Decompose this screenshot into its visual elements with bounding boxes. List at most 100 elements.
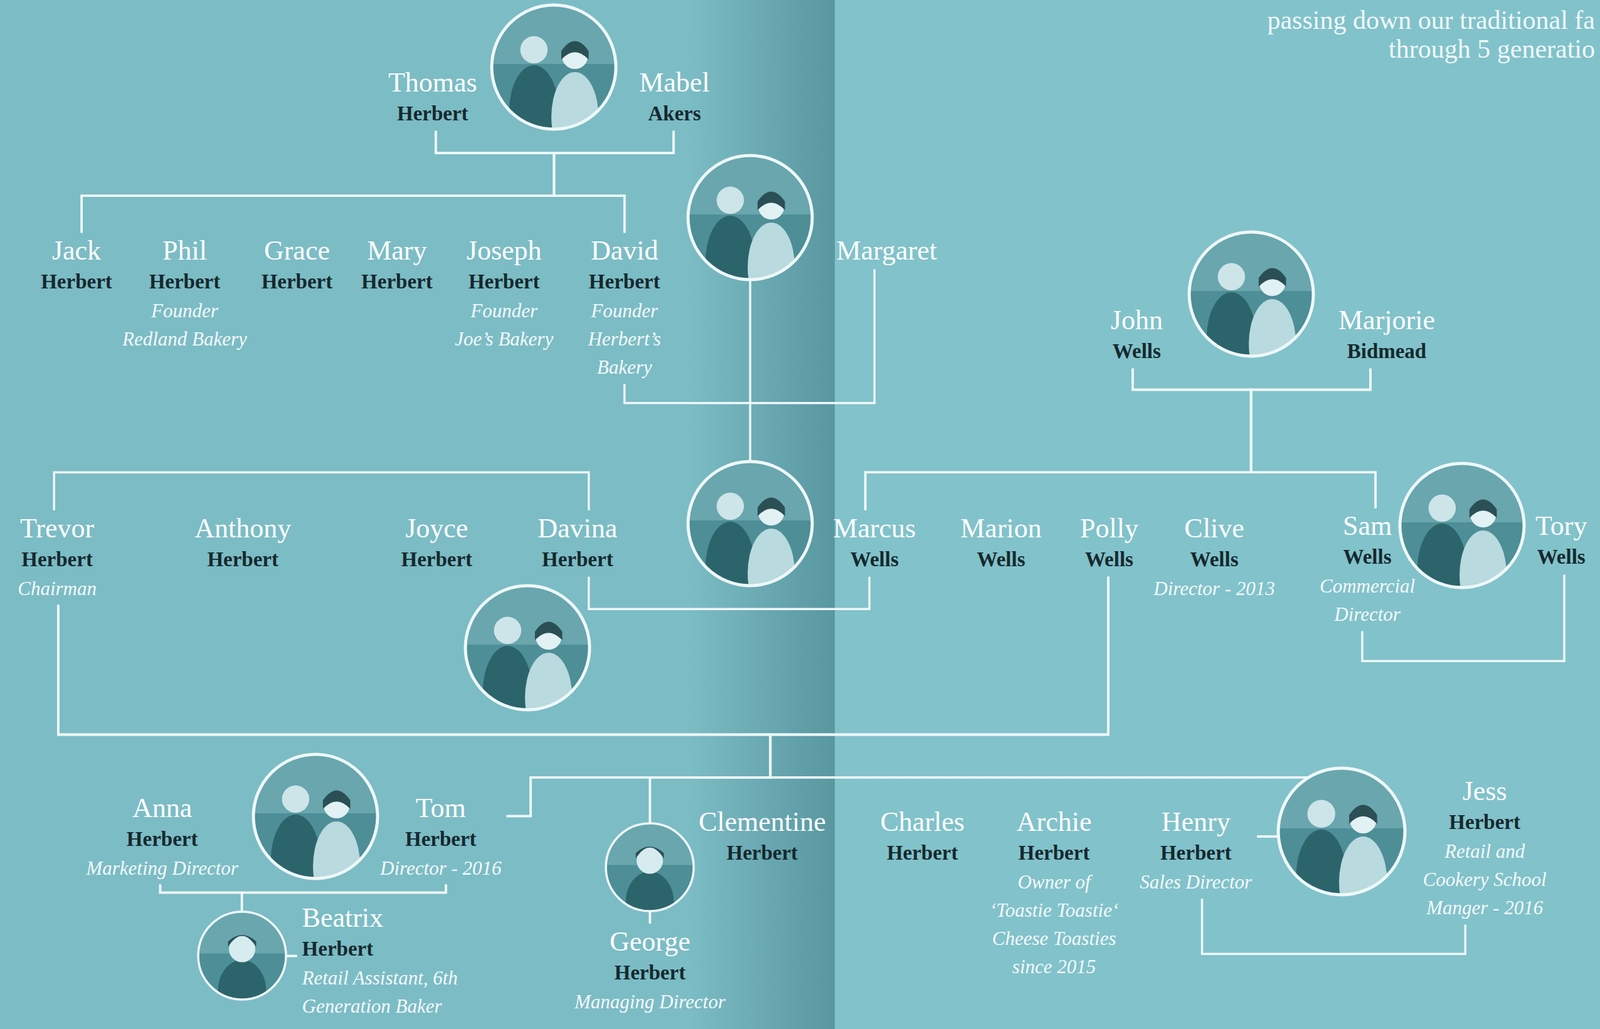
person-entry: ClementineHerbert: [693, 804, 832, 871]
surname: Herbert: [17, 544, 97, 575]
surname: Herbert: [574, 957, 726, 988]
first-name: Mabel: [639, 67, 710, 99]
person-entry: ToryWells: [1530, 508, 1592, 575]
surname: Herbert: [1139, 837, 1252, 869]
person-entry: DavinaHerbert: [532, 510, 623, 578]
first-name: Marcus: [832, 513, 916, 545]
role-note: Commercial Director: [1309, 572, 1426, 629]
family-line: [770, 577, 1332, 837]
family-line: [1132, 368, 1371, 391]
surname: Herbert: [107, 266, 261, 297]
person-entry: PollyWells: [1075, 510, 1144, 578]
surname: Herbert: [194, 544, 292, 575]
person-entry: CliveWellsDirector - 2013: [1148, 510, 1280, 606]
person-entry: ArchieHerbertOwner of ‘Toastie Toastie‘ …: [980, 804, 1128, 984]
role-note: Retail and Cookery School Manger - 2016: [1415, 837, 1554, 922]
role-note: Director - 2013: [1153, 574, 1275, 603]
couple-photo: [688, 155, 813, 312]
family-line: [159, 884, 446, 894]
surname: Wells: [832, 544, 916, 575]
person-entry: Margaret: [831, 232, 943, 270]
first-name: Marjorie: [1338, 304, 1436, 337]
first-name: Joyce: [401, 513, 473, 545]
first-name: Trevor: [17, 513, 97, 545]
couple-photo: [1399, 463, 1525, 620]
family-line: [435, 131, 625, 233]
family-line: [53, 472, 589, 510]
surname: Herbert: [401, 544, 473, 575]
first-name: Davina: [537, 513, 618, 545]
surname: Herbert: [388, 98, 478, 129]
family-line: [81, 131, 674, 233]
first-name: Jess: [1415, 775, 1554, 808]
surname: Herbert: [1415, 807, 1554, 838]
first-name: Marion: [960, 513, 1042, 545]
tagline: passing down our traditional fa: [1266, 5, 1595, 35]
first-name: George: [574, 926, 726, 958]
portrait-photo: [198, 911, 287, 1022]
person-entry: JohnWells: [1105, 302, 1168, 369]
couple-photo: [253, 754, 378, 911]
person-entry: MabelAkers: [634, 64, 715, 132]
family-line: [58, 605, 1332, 837]
first-name: Charles: [880, 806, 965, 838]
edge-group: [53, 131, 1565, 957]
first-name: Thomas: [388, 67, 478, 99]
role-note: Marketing Director: [85, 854, 239, 883]
family-line: [435, 131, 674, 154]
couple-photo: [688, 461, 813, 618]
person-entry: BeatrixHerbertRetail Assistant, 6th Gene…: [297, 900, 496, 1023]
role-note: Chairman: [17, 574, 97, 603]
first-name: Mary: [361, 235, 433, 267]
role-note: Founder Joe’s Bakery: [434, 296, 575, 354]
first-name: Margaret: [836, 235, 938, 267]
surname: Herbert: [880, 837, 965, 869]
person-entry: AnthonyHerbert: [189, 510, 297, 578]
surname: Herbert: [361, 266, 433, 297]
surname: Herbert: [40, 266, 113, 297]
first-name: Polly: [1080, 513, 1139, 545]
family-line: [553, 131, 673, 233]
first-name: Sam: [1309, 510, 1426, 542]
first-name: David: [582, 235, 667, 267]
role-note: Founder Redland Bakery: [107, 296, 261, 354]
surname: Herbert: [85, 824, 239, 855]
surname: Wells: [1309, 541, 1426, 573]
family-line: [1251, 368, 1376, 509]
first-name: Henry: [1139, 806, 1252, 838]
first-name: Anthony: [194, 513, 292, 545]
person-entry: ThomasHerbert: [383, 64, 483, 132]
tagline: through 5 generatio: [1388, 34, 1595, 64]
person-entry: MarjorieBidmead: [1333, 302, 1441, 369]
surname: Wells: [960, 544, 1042, 575]
surname: Herbert: [698, 837, 827, 869]
surname: Herbert: [302, 933, 491, 965]
couple-photo: [491, 5, 616, 162]
person-entry: GraceHerbert: [256, 232, 339, 300]
first-name: Joseph: [434, 235, 575, 267]
role-note: Founder Herbert’s Bakery: [582, 296, 667, 382]
surname: Herbert: [380, 824, 502, 855]
person-entry: HenryHerbertSales Director: [1134, 804, 1257, 899]
family-line: [624, 269, 875, 403]
first-name: Phil: [107, 235, 261, 267]
first-name: Archie: [985, 806, 1123, 838]
family-line: [58, 605, 771, 817]
person-entry: JoyceHerbert: [396, 510, 478, 578]
person-entry: AnnaHerbertMarketing Director: [80, 790, 244, 885]
surname: Akers: [639, 98, 710, 129]
person-entry: SamWellsCommercial Director: [1304, 508, 1431, 631]
person-entry: JackHerbert: [35, 232, 118, 300]
photo-link-line: [748, 279, 752, 462]
person-entry: PhilHerbertFounder Redland Bakery: [102, 232, 266, 356]
person-entry: JosephHerbertFounder Joe’s Bakery: [429, 232, 580, 356]
surname: Wells: [1535, 541, 1587, 573]
first-name: Beatrix: [302, 902, 491, 934]
family-line: [506, 577, 1109, 817]
person-entry: CharlesHerbert: [875, 804, 970, 871]
surname: Herbert: [582, 266, 667, 297]
family-line: [1202, 898, 1466, 954]
role-note: Director - 2016: [380, 854, 502, 883]
